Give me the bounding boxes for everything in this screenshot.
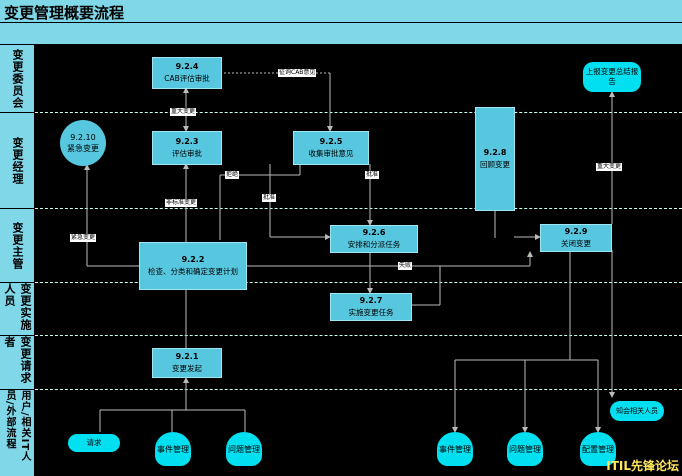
process-number: 9.2.6	[362, 228, 386, 237]
process-9-2-9-close-change[interactable]: 9.2.9 关闭变更	[540, 224, 612, 252]
process-number: 9.2.4	[175, 62, 199, 71]
lane-label-cab: 变更委员会	[11, 48, 24, 109]
edge-label-approve: 批准	[365, 171, 380, 179]
process-9-2-5-collect-opinions[interactable]: 9.2.5 收集审批意见	[293, 131, 369, 165]
process-number: 9.2.3	[175, 137, 199, 146]
process-label: 变更发起	[172, 364, 202, 373]
external-problem-management-left[interactable]: 问题管理	[226, 432, 262, 466]
terminal-report-summary[interactable]: 上报变更总结报告	[583, 62, 641, 92]
lane-label-implementer: 变更实施人员	[3, 283, 32, 331]
process-9-2-10-emergency-change[interactable]: 9.2.10 紧急变更	[60, 120, 106, 166]
process-9-2-7-implement-tasks[interactable]: 9.2.7 实施变更任务	[330, 293, 412, 321]
process-number: 9.2.2	[181, 255, 205, 264]
header-band	[0, 23, 682, 45]
process-label: 关闭变更	[561, 239, 591, 248]
watermark: ITIL先锋论坛	[606, 459, 679, 473]
lane-label-requester: 变更请求者	[3, 336, 32, 384]
process-number: 9.2.5	[319, 137, 343, 146]
process-label: 实施变更任务	[348, 308, 394, 317]
lane-label-users: 用户/相关IT人员/外部流程	[4, 390, 30, 463]
process-label: 评估审批	[172, 149, 202, 158]
lane-separator	[0, 335, 34, 336]
edge-label-standard-change: 非标准变更	[165, 199, 198, 207]
external-incident-management-right[interactable]: 事件管理	[437, 432, 473, 466]
process-9-2-8-review-change[interactable]: 9.2.8 回顾变更	[475, 107, 515, 211]
edge-label-emergency-change: 紧急变更	[70, 234, 97, 242]
edge-label-major-change: 重大变更	[596, 163, 623, 171]
process-label: 紧急变更	[67, 144, 99, 153]
process-number: 9.2.8	[483, 148, 507, 157]
external-incident-management-left[interactable]: 事件管理	[155, 432, 191, 466]
process-number: 9.2.9	[564, 227, 588, 236]
process-label: 检查、分类和确定变更计划	[148, 267, 238, 276]
lane-label-change-supervisor: 变更主管	[11, 221, 24, 270]
terminal-notify-people[interactable]: 知会相关人员	[610, 401, 664, 421]
process-number: 9.2.1	[175, 352, 199, 361]
edge-label-reject: 拒绝	[225, 171, 240, 179]
edge-label-cab-opinion: 征询CAB意见	[278, 69, 317, 77]
page-title: 变更管理概要流程	[4, 4, 125, 22]
process-label: CAB评估审批	[164, 74, 210, 83]
lane-separator	[0, 208, 34, 209]
edge-label-major-change: 重大变更	[170, 108, 197, 116]
lane-separator	[0, 389, 682, 390]
lane-separator	[0, 112, 34, 113]
process-label: 安排和分派任务	[347, 240, 401, 249]
lane-separator	[0, 208, 682, 209]
lane-separator	[0, 389, 34, 390]
process-9-2-2-check-classify-plan[interactable]: 9.2.2 检查、分类和确定变更计划	[139, 242, 247, 290]
process-9-2-1-initiate-change[interactable]: 9.2.1 变更发起	[152, 348, 222, 378]
edge-label-approve: 批准	[262, 194, 277, 202]
lane-separator	[0, 282, 682, 283]
external-config-management-right[interactable]: 配置管理	[580, 432, 616, 466]
lane-column	[0, 45, 34, 476]
process-label: 回顾变更	[480, 160, 510, 169]
lane-separator	[0, 112, 682, 113]
external-problem-management-right[interactable]: 问题管理	[507, 432, 543, 466]
lane-separator	[0, 335, 682, 336]
process-9-2-6-schedule-assign[interactable]: 9.2.6 安排和分派任务	[330, 225, 418, 253]
process-label: 收集审批意见	[308, 149, 354, 158]
process-number: 9.2.10	[70, 133, 96, 142]
process-9-2-3-evaluate-approve[interactable]: 9.2.3 评估审批	[152, 131, 222, 165]
edge-label-fail: 失败	[398, 262, 413, 270]
process-number: 9.2.7	[359, 296, 383, 305]
lane-separator	[0, 282, 34, 283]
process-9-2-4-cab-approval[interactable]: 9.2.4 CAB评估审批	[152, 57, 222, 89]
title-bar: 变更管理概要流程	[0, 0, 682, 23]
lane-label-change-manager: 变更经理	[11, 136, 24, 185]
terminal-request[interactable]: 请求	[68, 434, 120, 452]
